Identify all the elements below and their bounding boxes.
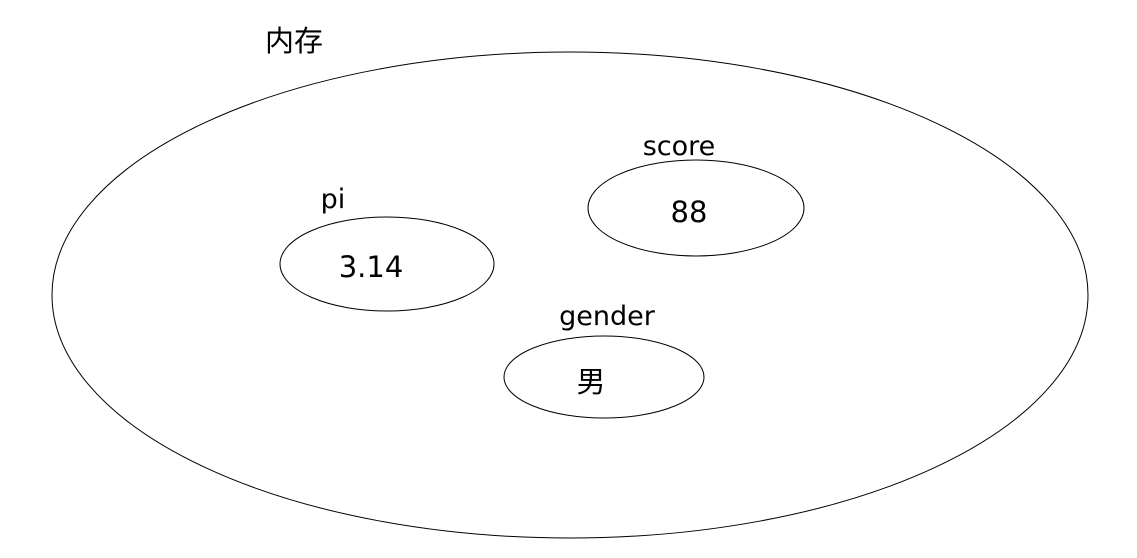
memory-container-ellipse[interactable]: [52, 52, 1088, 538]
memory-container-label: 内存: [265, 24, 323, 58]
variable-value-score: 88: [671, 195, 708, 229]
variable-value-gender: 男: [576, 365, 605, 399]
variable-value-pi: 3.14: [339, 250, 404, 284]
variable-label-score: score: [643, 131, 716, 162]
variable-ellipse-gender[interactable]: [504, 336, 704, 418]
variable-ellipse-pi[interactable]: [280, 217, 494, 311]
variable-ellipse-score[interactable]: [588, 160, 804, 256]
variable-label-pi: pi: [321, 184, 346, 215]
variable-label-gender: gender: [559, 301, 656, 332]
